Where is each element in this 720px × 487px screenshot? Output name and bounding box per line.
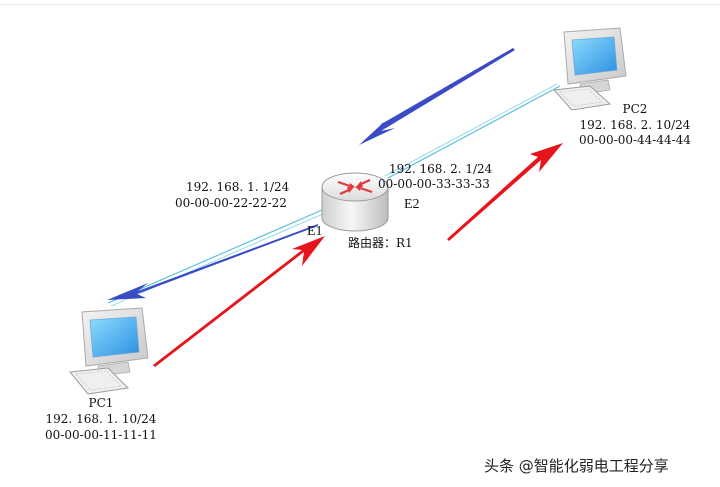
pc1-mac: 00-00-00-11-11-11 <box>45 428 157 442</box>
pc1-ip: 192. 168. 1. 10/24 <box>45 412 157 426</box>
router-e2-ip: 192. 168. 2. 1/24 <box>389 162 493 176</box>
cable-router-pc2 <box>384 83 561 179</box>
pc1-desktop-computer-icon <box>69 307 149 395</box>
router-e1-mac: 00-00-00-22-22-22 <box>175 196 287 210</box>
router-r1-router-icon <box>321 172 389 232</box>
pc2-name: PC2 <box>622 102 648 116</box>
pc2-ip: 192. 168. 2. 10/24 <box>579 118 691 132</box>
top-border <box>0 4 720 5</box>
pc1-name: PC1 <box>88 396 114 410</box>
request-arrow-pc1-to-router <box>153 236 325 367</box>
router-e1-ip: 192. 168. 1. 1/24 <box>186 180 290 194</box>
router-e2-mac: 00-00-00-33-33-33 <box>378 177 490 191</box>
pc2-desktop-computer-icon <box>552 27 627 111</box>
cable-pc1-router <box>107 209 326 307</box>
pc2-mac: 00-00-00-44-44-44 <box>579 133 691 147</box>
reply-arrow-pc2-to-router <box>359 48 515 145</box>
request-arrow-router-to-pc2 <box>447 143 563 241</box>
watermark: 头条 @智能化弱电工程分享 <box>484 457 669 475</box>
reply-arrow-router-to-pc1 <box>107 224 318 300</box>
router-name: 路由器：R1 <box>348 236 413 250</box>
router-port-e1: E1 <box>307 224 323 239</box>
router-port-e2: E2 <box>404 197 420 212</box>
